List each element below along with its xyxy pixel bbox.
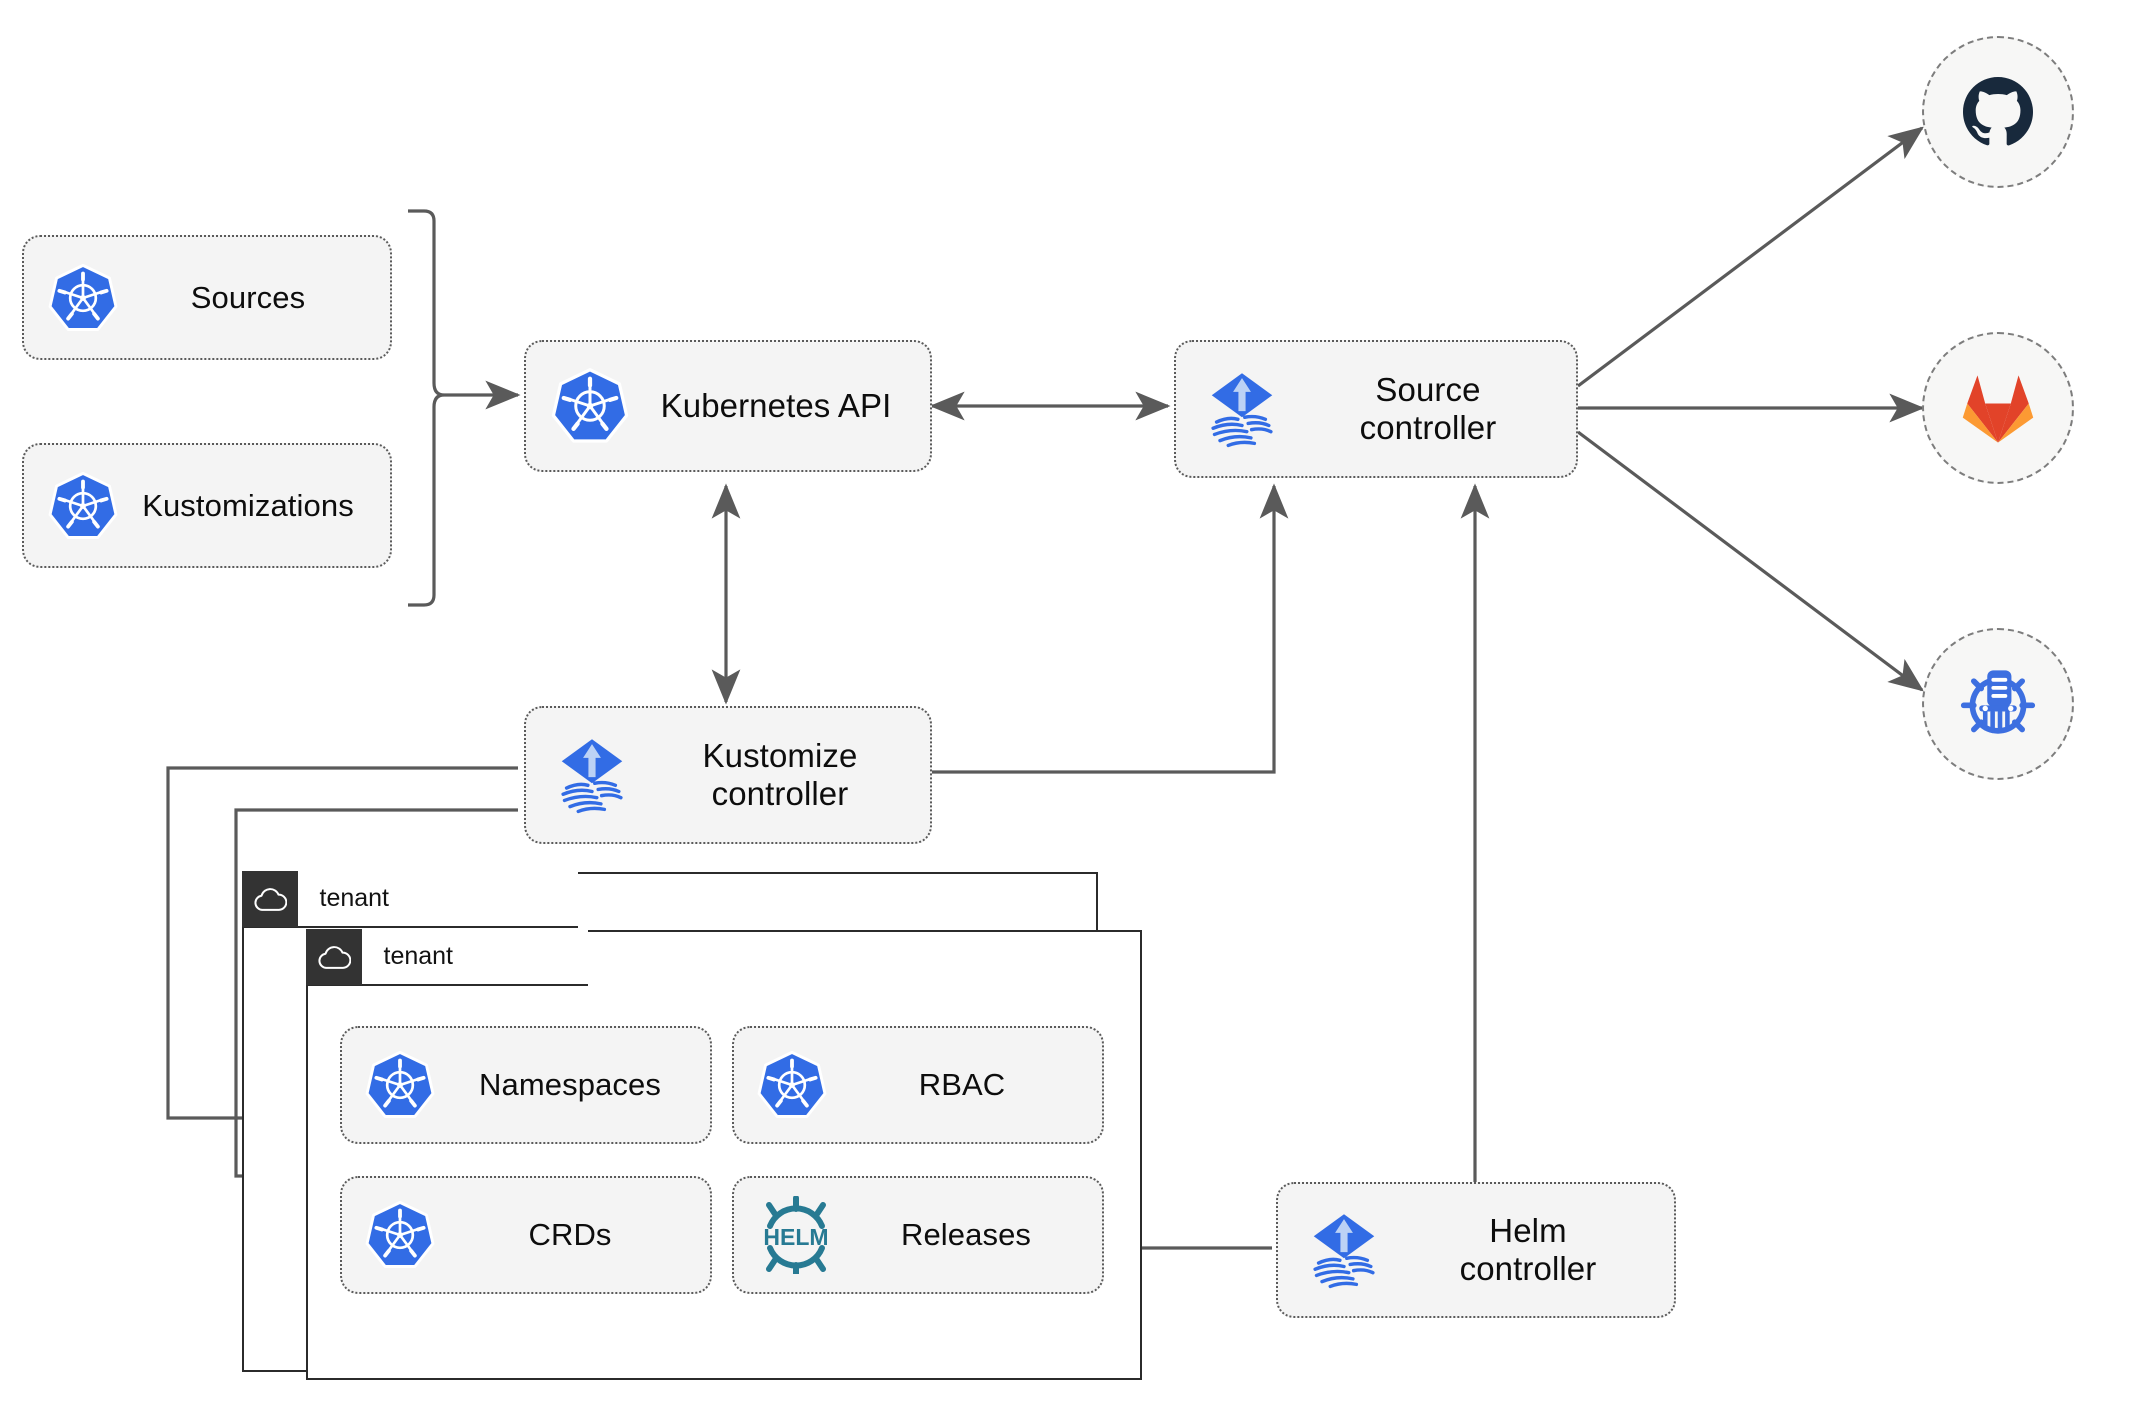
resource-box-sources[interactable]: Sources xyxy=(22,235,392,360)
provider-github[interactable] xyxy=(1922,36,2074,188)
edge-kustomize-controller-source-controller xyxy=(932,483,1289,774)
resource-box-namespaces[interactable]: Namespaces xyxy=(340,1026,712,1144)
edge-source-controller-github xyxy=(1577,126,1925,388)
grouping-brace xyxy=(408,209,445,607)
resource-label-rbac: RBAC xyxy=(918,1067,1006,1103)
tenant-container-front[interactable]: tenant xyxy=(305,928,1142,1380)
helm-repository-icon xyxy=(1960,670,2036,734)
tenant-label-back: tenant xyxy=(319,884,390,912)
kubernetes-icon xyxy=(542,366,638,446)
resource-box-crds[interactable]: CRDs xyxy=(340,1176,712,1294)
kubernetes-icon xyxy=(748,1049,836,1121)
flux-icon xyxy=(540,731,644,819)
tenant-header-back: tenant xyxy=(241,870,578,928)
cloud-icon xyxy=(241,870,298,927)
tenant-label-front: tenant xyxy=(383,942,454,970)
resource-label-crds: CRDs xyxy=(528,1217,612,1253)
resource-label-releases: Releases xyxy=(900,1217,1032,1253)
node-kubernetes-api[interactable]: Kubernetes API xyxy=(524,340,932,472)
node-kustomize-controller[interactable]: Kustomize controller xyxy=(524,706,932,844)
kubernetes-icon xyxy=(42,470,124,542)
resource-box-kustomizations[interactable]: Kustomizations xyxy=(22,443,392,568)
resource-box-releases[interactable]: HELM Releases xyxy=(732,1176,1104,1294)
resource-label-kustomizations: Kustomizations xyxy=(142,487,354,523)
github-icon xyxy=(1963,77,2033,146)
kubernetes-icon xyxy=(42,262,124,334)
node-source-controller[interactable]: Source controller xyxy=(1174,340,1578,478)
helm-wordmark: HELM xyxy=(763,1224,828,1250)
helm-icon: HELM xyxy=(748,1196,844,1274)
gitlab-icon xyxy=(1962,375,2034,443)
flux-icon xyxy=(1190,365,1294,453)
provider-gitlab[interactable] xyxy=(1922,332,2074,484)
kubernetes-icon xyxy=(356,1199,444,1271)
node-helm-controller[interactable]: Helm controller xyxy=(1276,1182,1676,1318)
kubernetes-icon xyxy=(356,1049,444,1121)
resource-label-namespaces: Namespaces xyxy=(479,1067,661,1103)
node-label-source-controller: Source controller xyxy=(1359,370,1497,446)
tenant-header-front: tenant xyxy=(305,928,588,986)
flux-icon xyxy=(1292,1206,1396,1294)
edge-source-controller-helm-repository xyxy=(1577,430,1925,692)
provider-helm-repository[interactable] xyxy=(1922,628,2074,780)
node-label-helm-controller: Helm controller xyxy=(1459,1211,1597,1287)
resource-label-sources: Sources xyxy=(190,279,306,315)
resource-box-rbac[interactable]: RBAC xyxy=(732,1026,1104,1144)
node-label-kustomize-controller: Kustomize controller xyxy=(702,736,858,812)
node-label-kubernetes-api: Kubernetes API xyxy=(660,386,892,424)
cloud-icon xyxy=(305,928,362,985)
